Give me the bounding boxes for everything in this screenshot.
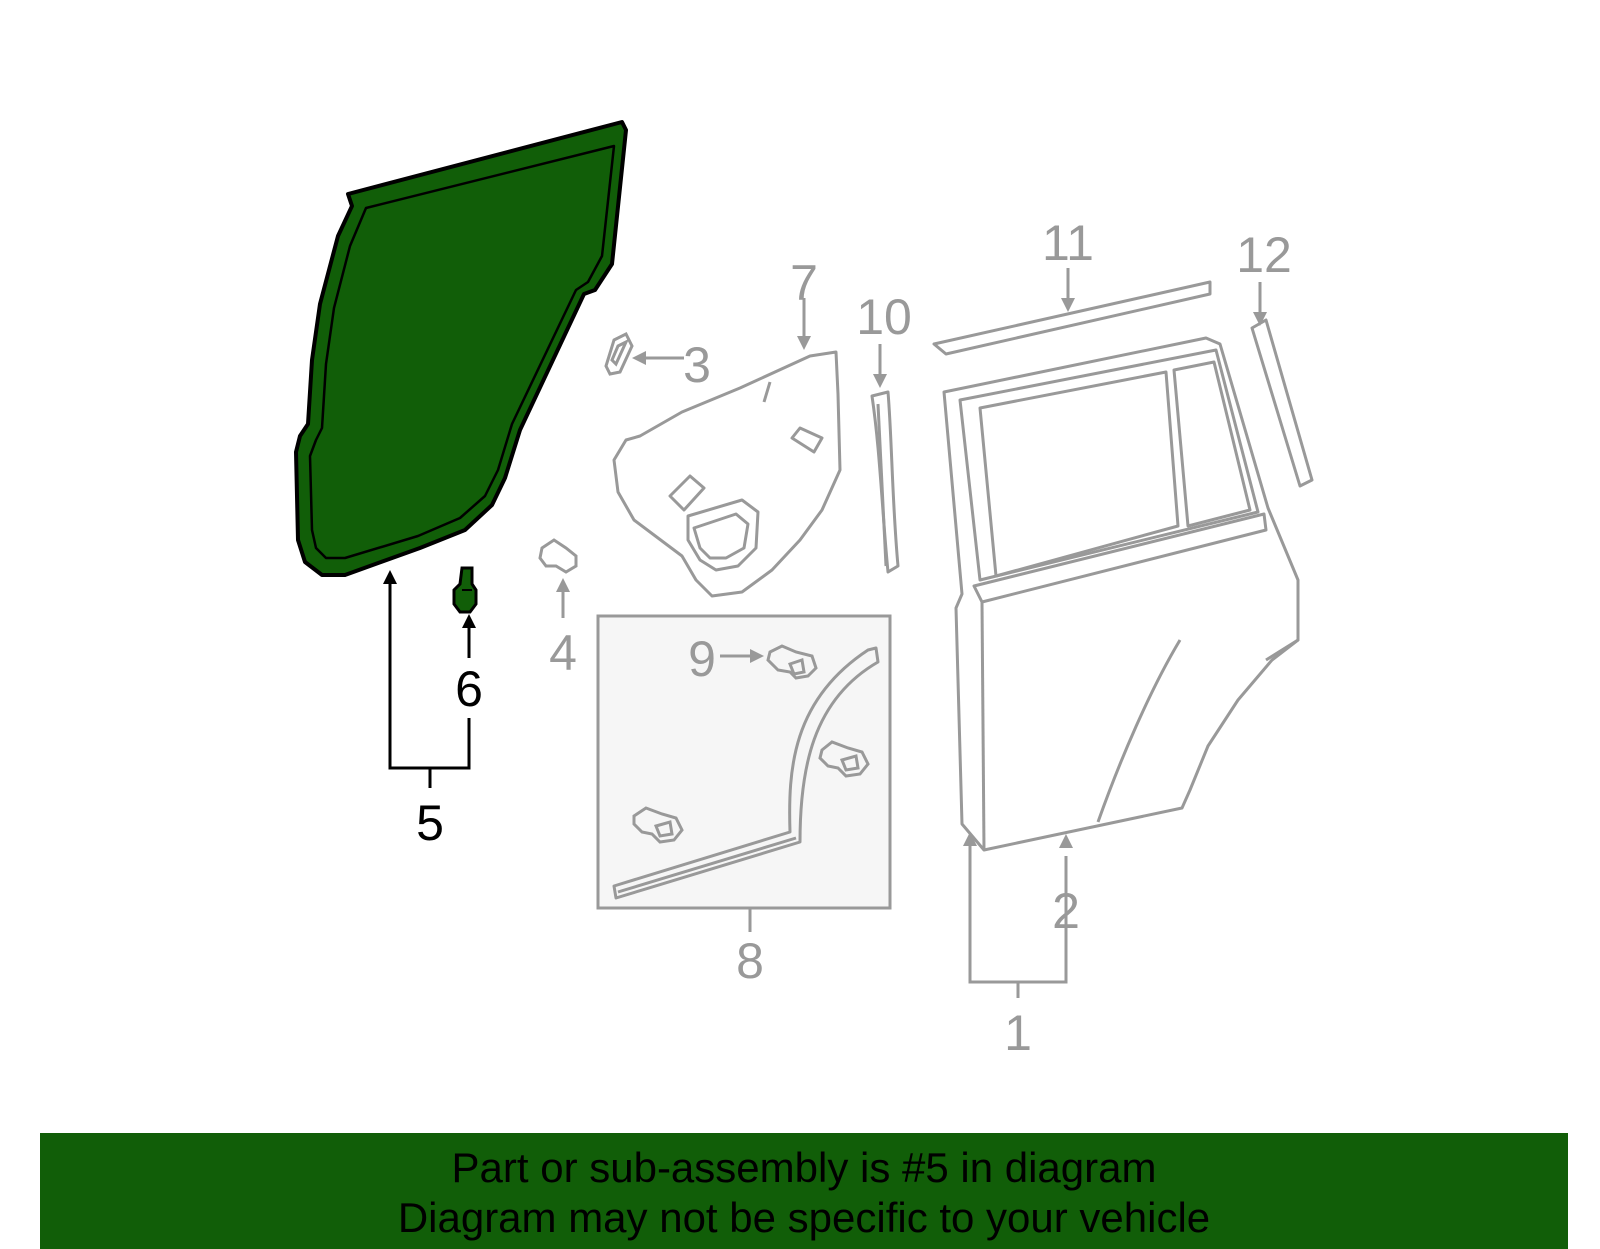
part-5-weatherstrip[interactable] bbox=[294, 120, 628, 577]
callout-3: 3 bbox=[683, 337, 711, 393]
callout-1: 1 bbox=[1004, 1005, 1032, 1061]
part-8-clip-b[interactable] bbox=[818, 740, 870, 778]
arrowhead-11 bbox=[1061, 298, 1075, 312]
arrowhead-7 bbox=[797, 336, 811, 350]
part-11-moulding[interactable] bbox=[932, 280, 1212, 356]
arrowhead-4 bbox=[556, 578, 570, 592]
part-8-clip-c[interactable] bbox=[632, 806, 684, 844]
callout-4: 4 bbox=[549, 625, 577, 681]
arrowhead-2 bbox=[1059, 834, 1073, 848]
callout-5: 5 bbox=[416, 795, 444, 851]
callout-7: 7 bbox=[790, 255, 818, 311]
part-6-clip[interactable] bbox=[452, 566, 478, 614]
part-3-clip[interactable] bbox=[604, 331, 634, 376]
arrowhead-10 bbox=[873, 374, 887, 388]
callout-11: 11 bbox=[1042, 215, 1094, 271]
callout-8: 8 bbox=[736, 933, 764, 989]
callout-6: 6 bbox=[455, 661, 483, 717]
info-line-disclaimer: Diagram may not be specific to your vehi… bbox=[397, 1194, 1211, 1241]
callout-10: 10 bbox=[856, 289, 912, 345]
part-8-moulding[interactable] bbox=[612, 646, 880, 900]
info-line-part: Part or sub-assembly is #5 in diagram bbox=[451, 1144, 1157, 1191]
part-8-clip-a[interactable] bbox=[766, 644, 818, 680]
arrowhead-9 bbox=[750, 649, 764, 663]
part-8-box bbox=[596, 614, 892, 910]
arrowhead-5 bbox=[383, 570, 397, 584]
arrowhead-6 bbox=[462, 614, 476, 628]
arrowhead-3 bbox=[632, 351, 646, 365]
callout-9: 9 bbox=[688, 631, 716, 687]
callout-12: 12 bbox=[1236, 227, 1292, 283]
arrowhead-12 bbox=[1253, 312, 1267, 326]
part-12-moulding[interactable] bbox=[1250, 318, 1314, 488]
arrowhead-1 bbox=[963, 832, 977, 846]
part-4-clip[interactable] bbox=[538, 538, 578, 574]
part-1-door-shell[interactable] bbox=[942, 336, 1300, 852]
part-7-trim-panel[interactable] bbox=[612, 350, 842, 598]
part-10-moulding[interactable] bbox=[870, 390, 900, 574]
callout-2: 2 bbox=[1052, 883, 1080, 939]
info-banner: Part or sub-assembly is #5 in diagram Di… bbox=[40, 1133, 1568, 1249]
parts-diagram: 1 2 3 4 5 6 7 8 9 10 11 12 bbox=[294, 120, 1314, 1061]
